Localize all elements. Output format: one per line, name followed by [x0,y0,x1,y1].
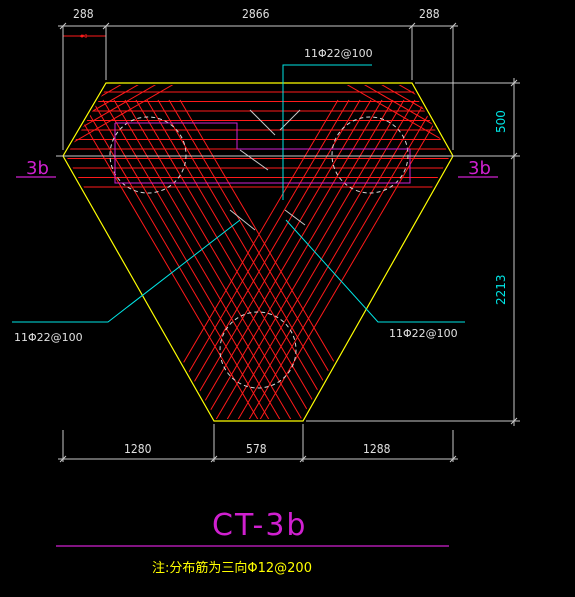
dim-bottom-middle: 578 [246,442,267,456]
rebar-diagonal-left [148,99,350,419]
piles [109,116,409,389]
rebar-diagonal-right [124,99,326,419]
rebar-diagonal-left [214,99,416,419]
rebar-diagonal-left [247,99,449,419]
rebar-diagonal-left [203,99,405,419]
pile-right [331,116,409,194]
drawing-title: CT-3b [212,508,307,543]
dim-right-lower: 2213 [494,274,508,305]
rebar-diagonal-left [159,99,361,419]
dim-top-middle: 2866 [242,7,270,21]
rebar-diagonal-left [170,99,372,419]
rebar-label-top: 11Φ22@100 [304,47,373,60]
rebar-diagonal-right [168,99,370,419]
dim-bottom-right: 1288 [363,442,391,456]
dim-top-left: 288 [73,7,94,21]
rebar-diagonal-left [236,99,438,419]
rebar-label-left: 11Φ22@100 [14,331,83,344]
dim-bottom-left: 1280 [124,442,152,456]
rebar-diagonal-right [135,99,337,419]
rebar-diagonal-left [137,99,339,419]
rebar-diagonal-right [69,99,271,419]
rebar-diagonal-right [80,99,282,419]
rebar-diagonal-right [179,99,381,419]
section-mark-left: 3b [26,158,49,179]
drawing-note: 注:分布筋为三向Φ12@200 [152,560,312,576]
rebar-corner-right [269,85,450,131]
pile-left [109,116,187,194]
rebar-label-right: 11Φ22@100 [389,327,458,340]
dim-top-right: 288 [419,7,440,21]
rebar-diagonal-left [192,99,394,419]
svg-text:#0: #0 [80,34,87,40]
dimension-lines [56,22,520,463]
rebar-diagonal-right [157,99,359,419]
pile-bottom [219,311,297,389]
rebar-diagonal-right [113,99,315,419]
rebar-diagonal-right [146,99,348,419]
section-marks: 3b 3b [16,158,498,179]
rebar-hatch [66,85,450,419]
dim-right-upper: 500 [494,110,508,133]
leader-lines [12,64,465,323]
beam-outline [114,122,411,184]
rebar-corner-right [269,85,450,151]
rebar-diagonal-left [181,99,383,419]
rebar-corner-left [66,85,251,141]
rebar-corner-left [66,85,251,151]
top-left-marker: #0 [63,34,106,40]
section-mark-right: 3b [468,158,491,179]
rebar-diagonal-right [91,99,293,419]
rebar-diagonal-right [102,99,304,419]
rebar-corner-right [269,85,450,141]
rebar-diagonal-left [225,99,427,419]
